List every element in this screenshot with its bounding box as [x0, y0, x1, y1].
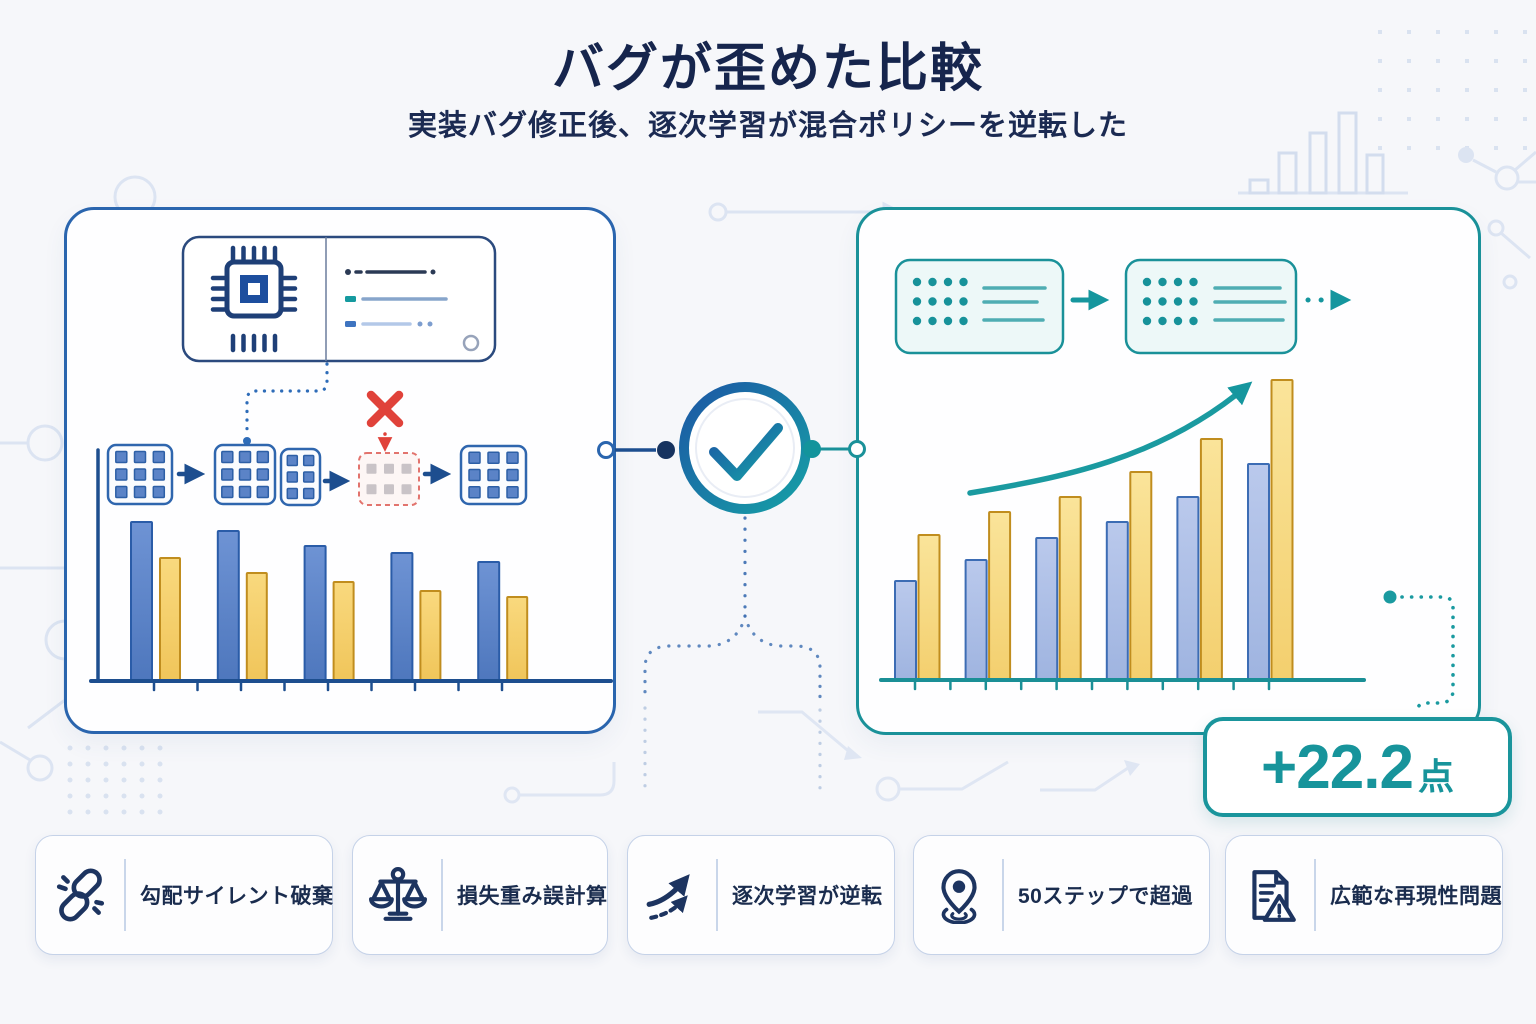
finding-label: 50ステップで超過 [1018, 885, 1193, 908]
fixed-pipeline-panel [856, 207, 1481, 735]
matrix-icon-4 [459, 444, 528, 506]
checkmark-circle-icon [679, 382, 811, 514]
node-dot [928, 316, 937, 326]
finding-card-reversal: 逐次学習が逆転 [627, 835, 895, 955]
score-value: +22.2 [1261, 732, 1414, 802]
node-dot [959, 316, 968, 326]
finding-label: 逐次学習が逆転 [732, 885, 883, 908]
finding-label: 損失重み誤計算 [457, 885, 608, 908]
broken-chain-icon [56, 868, 105, 922]
card-divider [441, 859, 443, 931]
node-dot [912, 316, 922, 326]
rising-arrow-icon [646, 874, 690, 920]
bar-fixed-comparison-yellow-0 [917, 534, 941, 681]
bar-fixed-comparison-blue-0 [894, 580, 917, 681]
finding-label: 広範な再現性問題 [1330, 885, 1502, 908]
node-dot [943, 277, 953, 287]
bar-buggy-comparison-yellow-4 [506, 596, 529, 682]
bar-fixed-comparison-blue-5 [1247, 463, 1270, 681]
bar-fixed-comparison-blue-3 [1105, 521, 1129, 681]
node-dot [1189, 316, 1198, 326]
bar-buggy-comparison-yellow-2 [332, 581, 355, 682]
bar-buggy-comparison-blue-0 [130, 521, 153, 682]
bar-fixed-comparison-yellow-3 [1129, 471, 1153, 681]
bar-fixed-comparison-yellow-4 [1199, 438, 1223, 681]
card-divider [1314, 859, 1316, 931]
buggy-chart-axis [89, 448, 613, 692]
finding-card-reproducibility: 広範な再現性問題 [1225, 835, 1503, 955]
bar-buggy-comparison-blue-1 [216, 530, 240, 682]
buggy-bar-chart [130, 521, 529, 682]
finding-card-gradient-discard: 勾配サイレント破棄 [35, 835, 333, 955]
bar-buggy-comparison-yellow-0 [159, 557, 181, 682]
error-x-icon [366, 390, 404, 452]
log-lines [345, 269, 480, 352]
node-dot [959, 277, 968, 287]
bar-buggy-comparison-yellow-3 [419, 590, 442, 682]
fixed-bar-chart [894, 379, 1294, 681]
node-dot [912, 297, 922, 306]
dotted-connector [243, 362, 329, 445]
node-grid-box-1 [894, 258, 1065, 355]
node-dot [912, 277, 922, 287]
node-grid-box-2 [1124, 258, 1298, 355]
finding-card-50-steps: 50ステップで超過 [913, 835, 1210, 955]
node-dot [1173, 297, 1183, 306]
fixed-chart-axis [879, 678, 1366, 691]
chip-icon [210, 245, 298, 353]
card-divider [716, 859, 718, 931]
node-dot [1158, 277, 1167, 287]
node-dot [1142, 297, 1152, 306]
bar-fixed-comparison-yellow-1 [988, 511, 1012, 681]
page-subtitle: 実装バグ修正後、逐次学習が混合ポリシーを逆転した [407, 110, 1128, 142]
node-dot [928, 277, 937, 287]
card-divider [124, 859, 126, 931]
bar-fixed-comparison-blue-4 [1176, 496, 1200, 681]
finding-card-loss-weight: 損失重み誤計算 [352, 835, 608, 955]
bar-fixed-comparison-blue-1 [964, 559, 988, 681]
bar-buggy-comparison-blue-4 [477, 561, 501, 682]
bar-fixed-comparison-yellow-5 [1270, 379, 1294, 681]
matrix-icon-1 [213, 443, 277, 506]
buggy-pipeline-panel [64, 207, 616, 734]
node-dot [1189, 277, 1198, 287]
bar-buggy-comparison-blue-3 [390, 552, 414, 682]
node-dot [928, 297, 937, 306]
node-dot [943, 297, 953, 306]
chip-log-card [181, 235, 497, 363]
score-unit: 点 [1417, 756, 1454, 797]
matrix-flow-arrows [176, 463, 452, 492]
bar-buggy-comparison-blue-2 [303, 545, 327, 682]
bar-buggy-comparison-yellow-1 [245, 572, 268, 682]
page-title: バグが歪めた比較 [551, 40, 984, 98]
node-dot [1158, 316, 1167, 326]
matrix-icon-0 [106, 443, 174, 506]
node-dot [1142, 277, 1152, 287]
dotted-bridge [643, 516, 822, 790]
location-pin-icon [941, 869, 977, 924]
bar-fixed-comparison-yellow-2 [1058, 496, 1082, 681]
balance-scale-icon [369, 867, 427, 921]
node-dot [1173, 316, 1183, 326]
finding-label: 勾配サイレント破棄 [140, 885, 334, 908]
growth-curve-arrow-icon [967, 381, 1253, 496]
node-dot [1189, 297, 1198, 306]
matrix-icon-2 [279, 447, 322, 507]
document-warning-icon [1252, 870, 1296, 922]
dropped-matrix-icon-3 [358, 452, 420, 506]
node-dot [943, 316, 953, 326]
score-badge: +22.2 点 [1203, 717, 1512, 817]
node-dot [1173, 277, 1183, 287]
node-dot [1158, 297, 1167, 306]
card-divider [1002, 859, 1004, 931]
dot-grid-bottom-left [67, 745, 163, 815]
node-dot [1142, 316, 1152, 326]
node-dot [959, 297, 968, 306]
bar-fixed-comparison-blue-2 [1035, 537, 1059, 681]
